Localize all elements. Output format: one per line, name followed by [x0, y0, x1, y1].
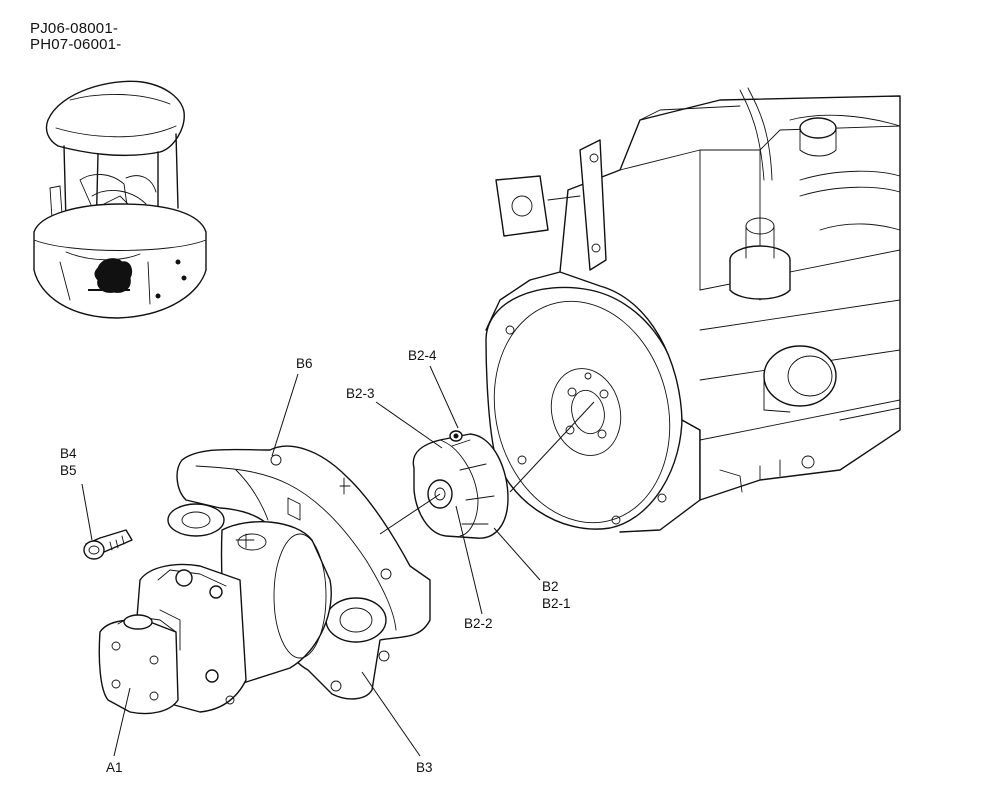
label-b2: B2 [542, 579, 559, 594]
bolt-drawing [83, 529, 133, 560]
label-b6: B6 [296, 356, 313, 371]
label-b4: B4 [60, 446, 77, 461]
machine-locator-icon [33, 80, 207, 319]
label-b2-4: B2-4 [408, 348, 437, 363]
label-b2-3: B2-3 [346, 386, 375, 401]
label-b2-2: B2-2 [464, 616, 493, 631]
coupling-drawing [412, 430, 509, 539]
leader-lines [81, 365, 595, 757]
label-b3: B3 [416, 760, 433, 775]
hydraulic-pump-drawing [98, 521, 332, 715]
engine-drawing [485, 87, 901, 533]
serial-range-1: PJ06-08001- [30, 20, 119, 37]
label-b5: B5 [60, 463, 77, 478]
label-b2-1: B2-1 [542, 596, 571, 611]
label-a1: A1 [106, 760, 123, 775]
serial-range-2: PH07-06001- [30, 36, 122, 53]
